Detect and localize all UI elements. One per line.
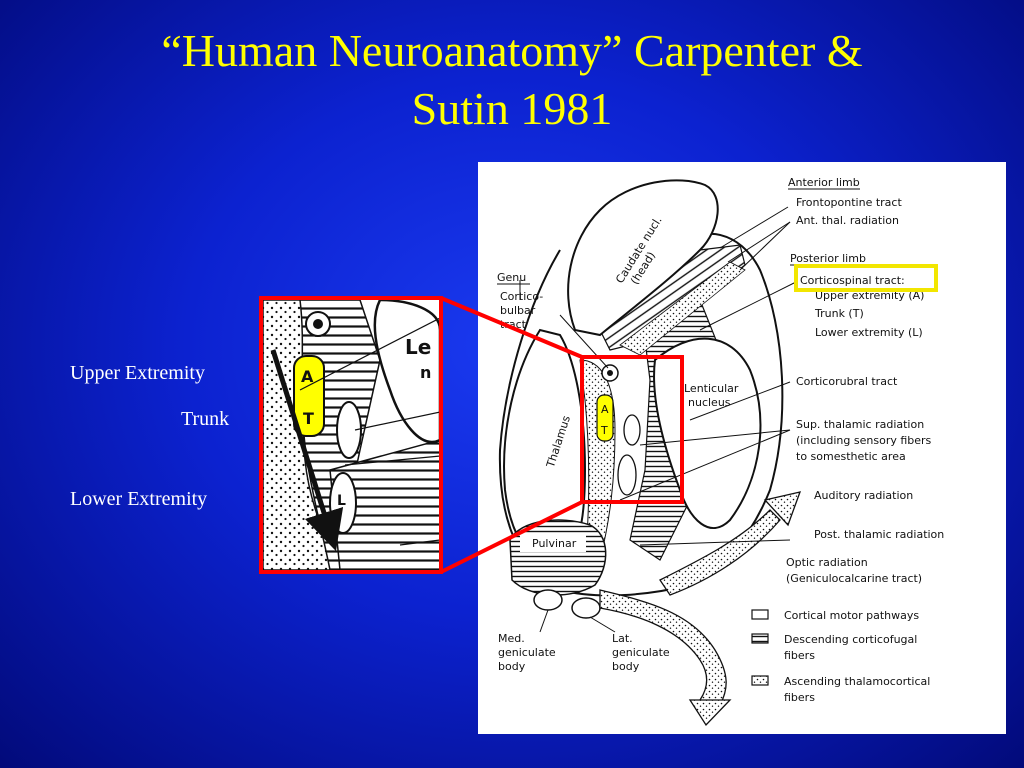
label-frontopontine: Frontopontine tract — [796, 196, 902, 209]
label-trunk-t: Trunk (T) — [814, 307, 864, 320]
legend-ascending-2: fibers — [784, 691, 815, 704]
label-post-thal: Post. thalamic radiation — [814, 528, 944, 541]
lateral-geniculate-body — [571, 597, 601, 619]
label-sup-thal-1: Sup. thalamic radiation — [796, 418, 924, 431]
label-optic-2: (Geniculocalcarine tract) — [786, 572, 922, 585]
label-corticobulbar-2: bulbar — [500, 304, 536, 317]
inset-tag-t: T — [303, 409, 314, 428]
legend-motor-1: Cortical motor pathways — [784, 609, 919, 622]
auditory-radiation — [659, 509, 781, 596]
label-sup-thal-2: (including sensory fibers — [796, 434, 932, 447]
label-lat-gen-2: geniculate — [612, 646, 670, 659]
label-med-gen-2: geniculate — [498, 646, 556, 659]
label-med-gen-3: body — [498, 660, 526, 673]
legend-ascending-1: Ascending thalamocortical — [784, 675, 930, 688]
label-auditory: Auditory radiation — [814, 489, 913, 502]
legend-descending-2: fibers — [784, 649, 815, 662]
legend-swatch-ascending — [751, 675, 769, 686]
label-corticobulbar-3: tract — [500, 318, 527, 331]
medial-geniculate-body — [533, 589, 563, 611]
label-lower-ext: Lower extremity (L) — [815, 326, 923, 339]
caudate-nucleus — [567, 179, 719, 337]
legend-swatch-descending — [751, 633, 769, 644]
label-lenticular-1: Lenticular — [684, 382, 739, 395]
label-upper-ext: Upper extremity (A) — [815, 289, 924, 302]
label-ant-thal: Ant. thal. radiation — [796, 214, 899, 227]
source-highlight-box — [580, 355, 684, 504]
label-anterior-limb: Anterior limb — [788, 176, 860, 189]
label-lenticular-2: nucleus — [688, 396, 731, 409]
label-upper-extremity: Upper Extremity — [70, 362, 205, 384]
label-lower-extremity: Lower Extremity — [70, 488, 208, 510]
slide-title: “Human Neuroanatomy” Carpenter & Sutin 1… — [0, 22, 1024, 138]
label-med-gen-1: Med. — [498, 632, 525, 645]
label-corticospinal: Corticospinal tract: — [800, 274, 905, 287]
figure-legend: Cortical motor pathways Descending corti… — [751, 609, 930, 704]
label-corticobulbar-1: Cortico- — [500, 290, 543, 303]
title-line-2: Sutin 1981 — [411, 83, 613, 134]
legend-swatch-motor — [751, 609, 769, 620]
label-sup-thal-3: to somesthetic area — [796, 450, 906, 463]
inset-label-le: Le — [405, 335, 431, 359]
label-pulvinar: Pulvinar — [532, 537, 577, 550]
label-lat-gen-3: body — [612, 660, 640, 673]
title-line-1: “Human Neuroanatomy” Carpenter & — [161, 25, 863, 76]
tag-t: T — [600, 424, 608, 437]
magnified-inset: Le n A T L — [263, 300, 439, 570]
label-lat-gen-1: Lat. — [612, 632, 633, 645]
tag-a: A — [601, 403, 609, 416]
corticospinal-upper-trunk — [596, 394, 614, 442]
label-trunk: Trunk — [181, 408, 230, 430]
label-posterior-limb: Posterior limb — [790, 252, 866, 265]
inset-tag-a: A — [301, 367, 314, 386]
inset-label-n: n — [420, 363, 431, 382]
corticospinal-highlight-box — [794, 264, 938, 292]
label-corticorubral: Corticorubral tract — [796, 375, 898, 388]
leader-lines — [519, 206, 797, 633]
inset-tag-l: L — [337, 493, 346, 509]
magnification-callout — [259, 296, 684, 574]
inset-frame — [259, 296, 443, 574]
figure-labels: Anterior limb Frontopontine tract Ant. t… — [497, 176, 944, 673]
legend-descending-1: Descending corticofugal — [784, 633, 917, 646]
label-optic-1: Optic radiation — [786, 556, 868, 569]
label-genu: Genu — [497, 271, 526, 284]
somatotopic-arrow — [270, 349, 344, 552]
